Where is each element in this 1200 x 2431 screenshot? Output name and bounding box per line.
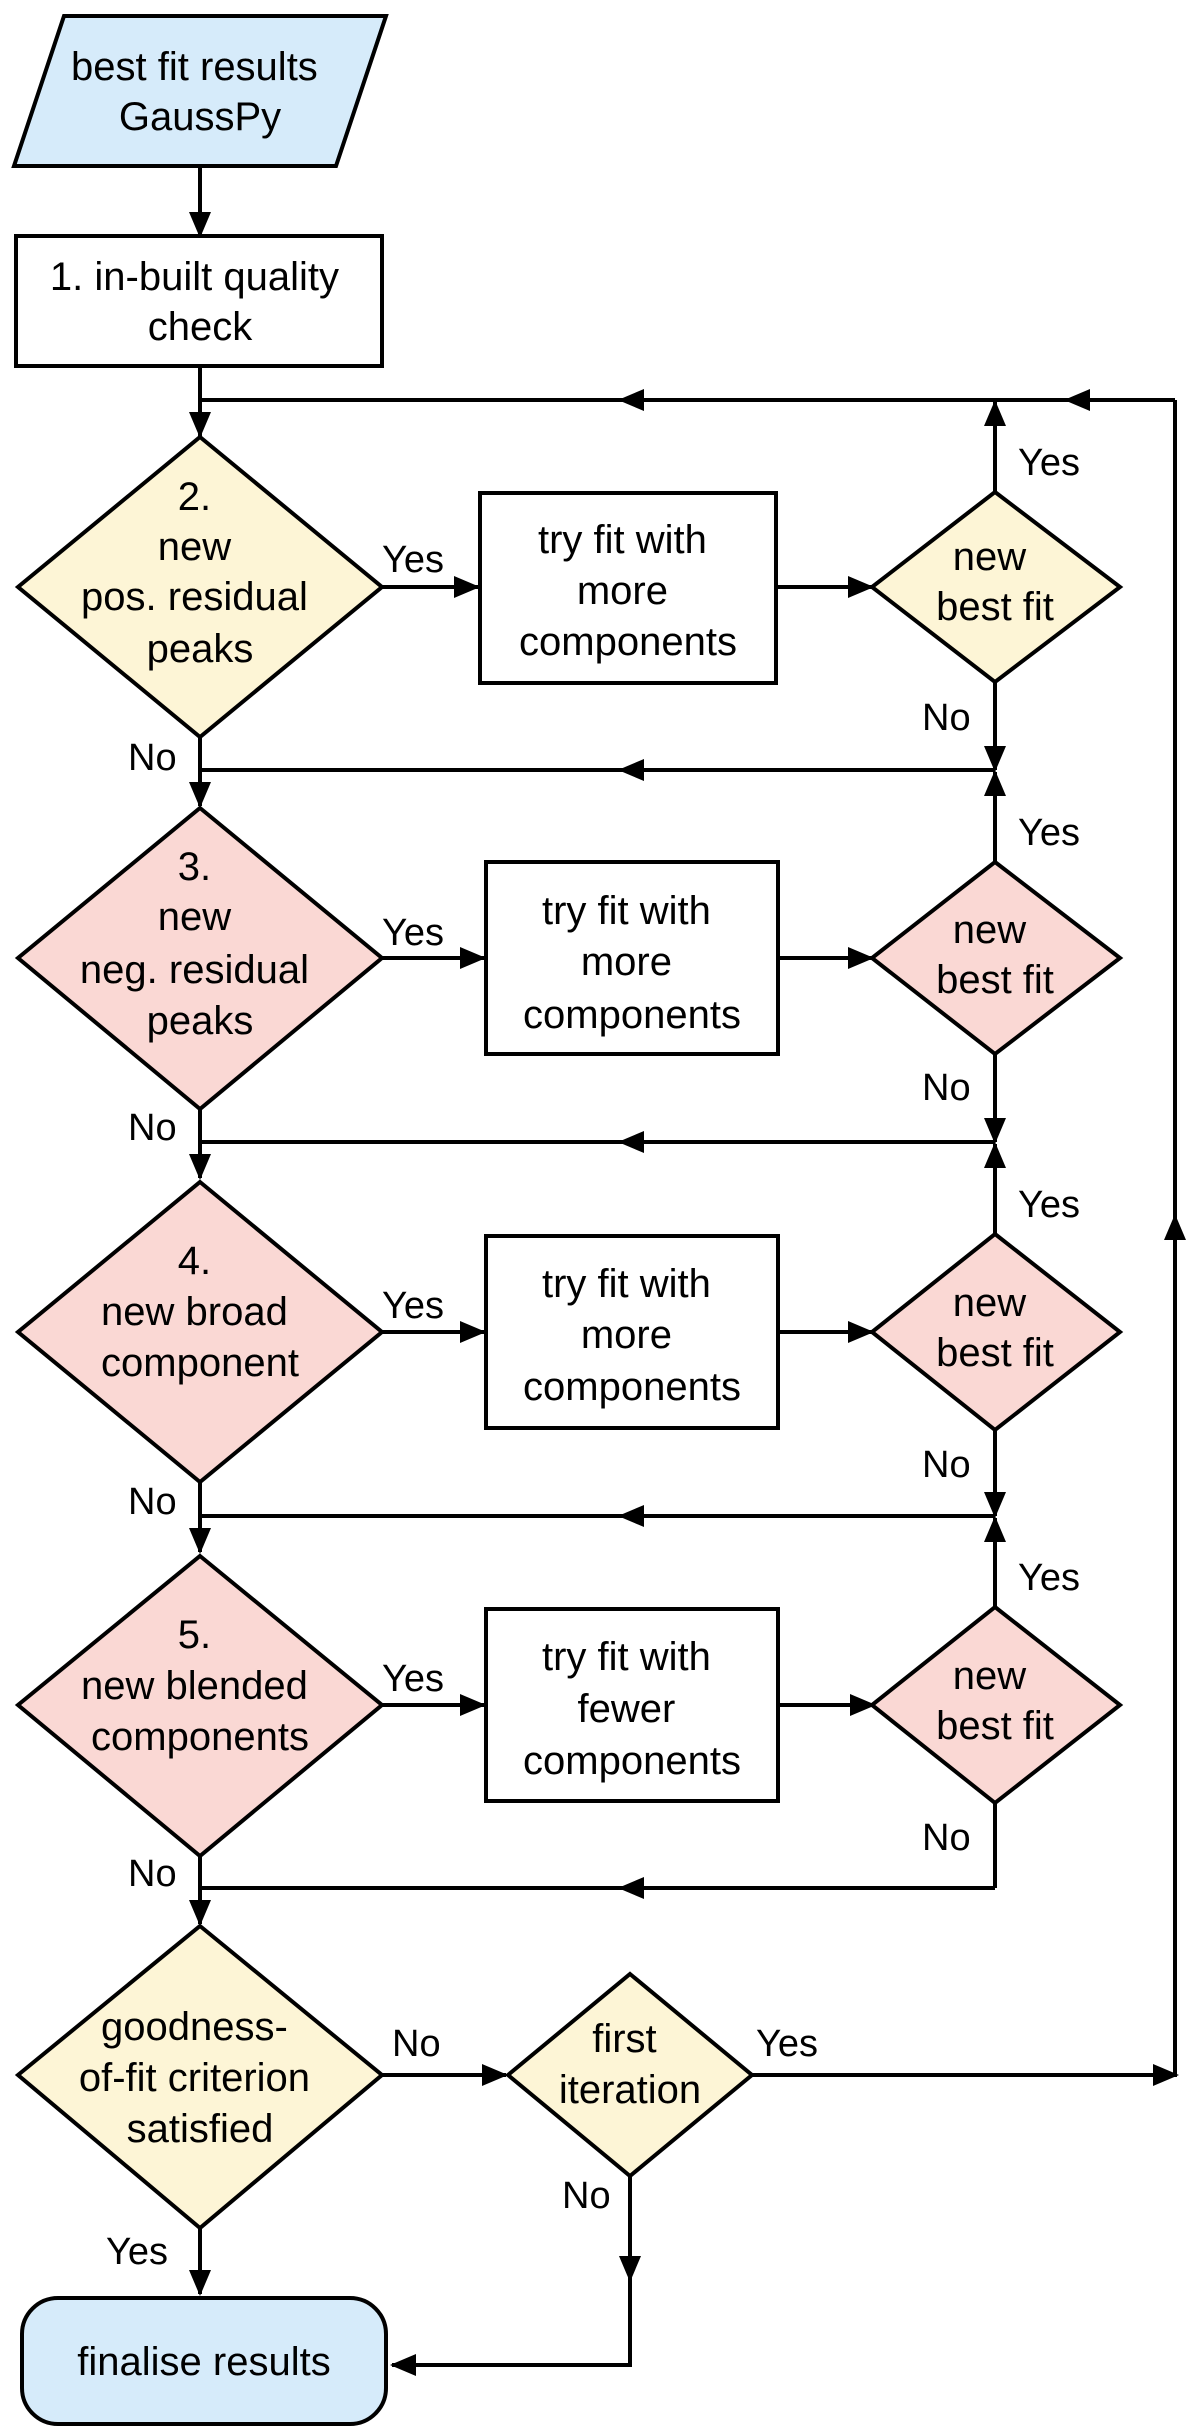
- label-d3-yes: Yes: [382, 912, 444, 954]
- b4-diamond: [868, 1231, 1124, 1433]
- p5-label: try fit with fewer components: [523, 1635, 741, 1783]
- edge-labels: Yes Yes No No Yes Yes No No Yes Yes No N…: [106, 442, 1080, 2273]
- first-diamond: [504, 1971, 756, 2179]
- p4-label: try fit with more components: [523, 1262, 741, 1409]
- label-b4-no: No: [922, 1444, 971, 1486]
- d5-label: 5. new blended components: [81, 1613, 319, 1759]
- label-gof-yes: Yes: [106, 2231, 168, 2273]
- label-d2-no: No: [128, 737, 177, 779]
- p2-box: [478, 491, 778, 685]
- p5-box: [484, 1607, 780, 1803]
- shapes: [11, 14, 1124, 2426]
- label-d3-no: No: [128, 1107, 177, 1149]
- start-parallelogram: [11, 14, 389, 168]
- d2-diamond: [14, 434, 386, 740]
- b3-diamond: [868, 859, 1124, 1057]
- d2-label: 2. new pos. residual peaks: [81, 475, 319, 671]
- d3-diamond: [14, 805, 386, 1112]
- label-b2-no: No: [922, 697, 971, 739]
- p3-label: try fit with more components: [523, 889, 741, 1037]
- label-b3-yes: Yes: [1018, 812, 1080, 854]
- b4-label: new best fit: [936, 1281, 1054, 1375]
- label-first-yes: Yes: [756, 2023, 818, 2065]
- gof-label: goodness- of-fit criterion satisfied: [79, 2005, 321, 2151]
- label-d4-no: No: [128, 1481, 177, 1523]
- first-label: first iteration: [559, 2017, 701, 2112]
- start-label: best fit results GaussPy: [71, 45, 329, 139]
- p3-box: [484, 860, 780, 1056]
- end-label: finalise results: [77, 2340, 330, 2384]
- gof-diamond: [14, 1923, 386, 2231]
- label-d5-yes: Yes: [382, 1658, 444, 1700]
- d4-label: 4. new broad component: [101, 1239, 299, 1385]
- label-b5-no: No: [922, 1817, 971, 1859]
- check-box: [14, 234, 384, 368]
- label-d4-yes: Yes: [382, 1285, 444, 1327]
- label-b3-no: No: [922, 1067, 971, 1109]
- d4-diamond: [14, 1179, 386, 1485]
- p4-box: [484, 1234, 780, 1430]
- check-label: 1. in-built quality check: [50, 255, 350, 349]
- b5-label: new best fit: [936, 1654, 1054, 1748]
- b2-diamond: [868, 489, 1124, 685]
- p2-label: try fit with more components: [519, 518, 737, 664]
- label-first-no: No: [562, 2175, 611, 2217]
- end-rounded-box: [20, 2296, 388, 2426]
- label-d5-no: No: [128, 1853, 177, 1895]
- label-b5-yes: Yes: [1018, 1557, 1080, 1599]
- b2-label: new best fit: [936, 535, 1054, 629]
- b3-label: new best fit: [936, 908, 1054, 1002]
- label-b2-yes: Yes: [1018, 442, 1080, 484]
- label-b4-yes: Yes: [1018, 1184, 1080, 1226]
- d3-label: 3. new neg. residual peaks: [80, 845, 320, 1043]
- label-d2-yes: Yes: [382, 539, 444, 581]
- b5-diamond: [868, 1604, 1124, 1806]
- d5-diamond: [14, 1553, 386, 1859]
- connectors: [189, 168, 1186, 2376]
- node-labels: best fit results GaussPy 1. in-built qua…: [50, 45, 1054, 2384]
- label-gof-no: No: [392, 2023, 441, 2065]
